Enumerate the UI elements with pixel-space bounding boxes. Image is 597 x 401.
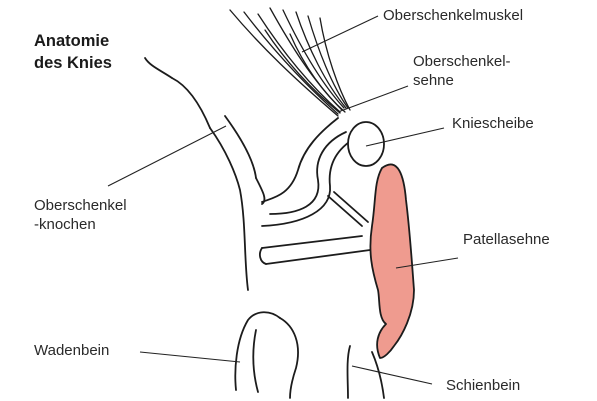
label-kniescheibe: Kniescheibe [452, 114, 534, 133]
quadriceps-muscle [230, 8, 350, 116]
leader-line-oberschenkelknochen [108, 126, 226, 186]
femur-condyle [262, 132, 352, 226]
diagram-title: Anatomie des Knies [34, 30, 112, 74]
cruciate-ligaments [260, 192, 370, 264]
label-oberschenkelknochen-line-2: -knochen [34, 215, 127, 234]
leader-line-wadenbein [140, 352, 240, 362]
patellar-tendon [370, 164, 414, 358]
fibula-bone [235, 312, 298, 398]
label-oberschenkelknochen-line-1: Oberschenkel [34, 196, 127, 215]
diagram-title-line-2: des Knies [34, 52, 112, 74]
diagram-title-line-1: Anatomie [34, 30, 112, 52]
label-schienbein: Schienbein [446, 376, 520, 395]
label-patellasehne: Patellasehne [463, 230, 550, 249]
label-wadenbein: Wadenbein [34, 341, 109, 360]
patella-bone [348, 122, 384, 166]
leader-line-oberschenkelsehne [338, 86, 408, 112]
label-oberschenkelsehne-line-1: Oberschenkel- [413, 52, 511, 71]
leader-line-schienbein [352, 366, 432, 384]
label-oberschenkelsehne-line-2: sehne [413, 71, 511, 90]
femur-bone [145, 58, 338, 290]
label-oberschenkelsehne: Oberschenkel- sehne [413, 52, 511, 90]
label-oberschenkelmuskel: Oberschenkelmuskel [383, 6, 523, 25]
label-oberschenkelknochen: Oberschenkel -knochen [34, 196, 127, 234]
